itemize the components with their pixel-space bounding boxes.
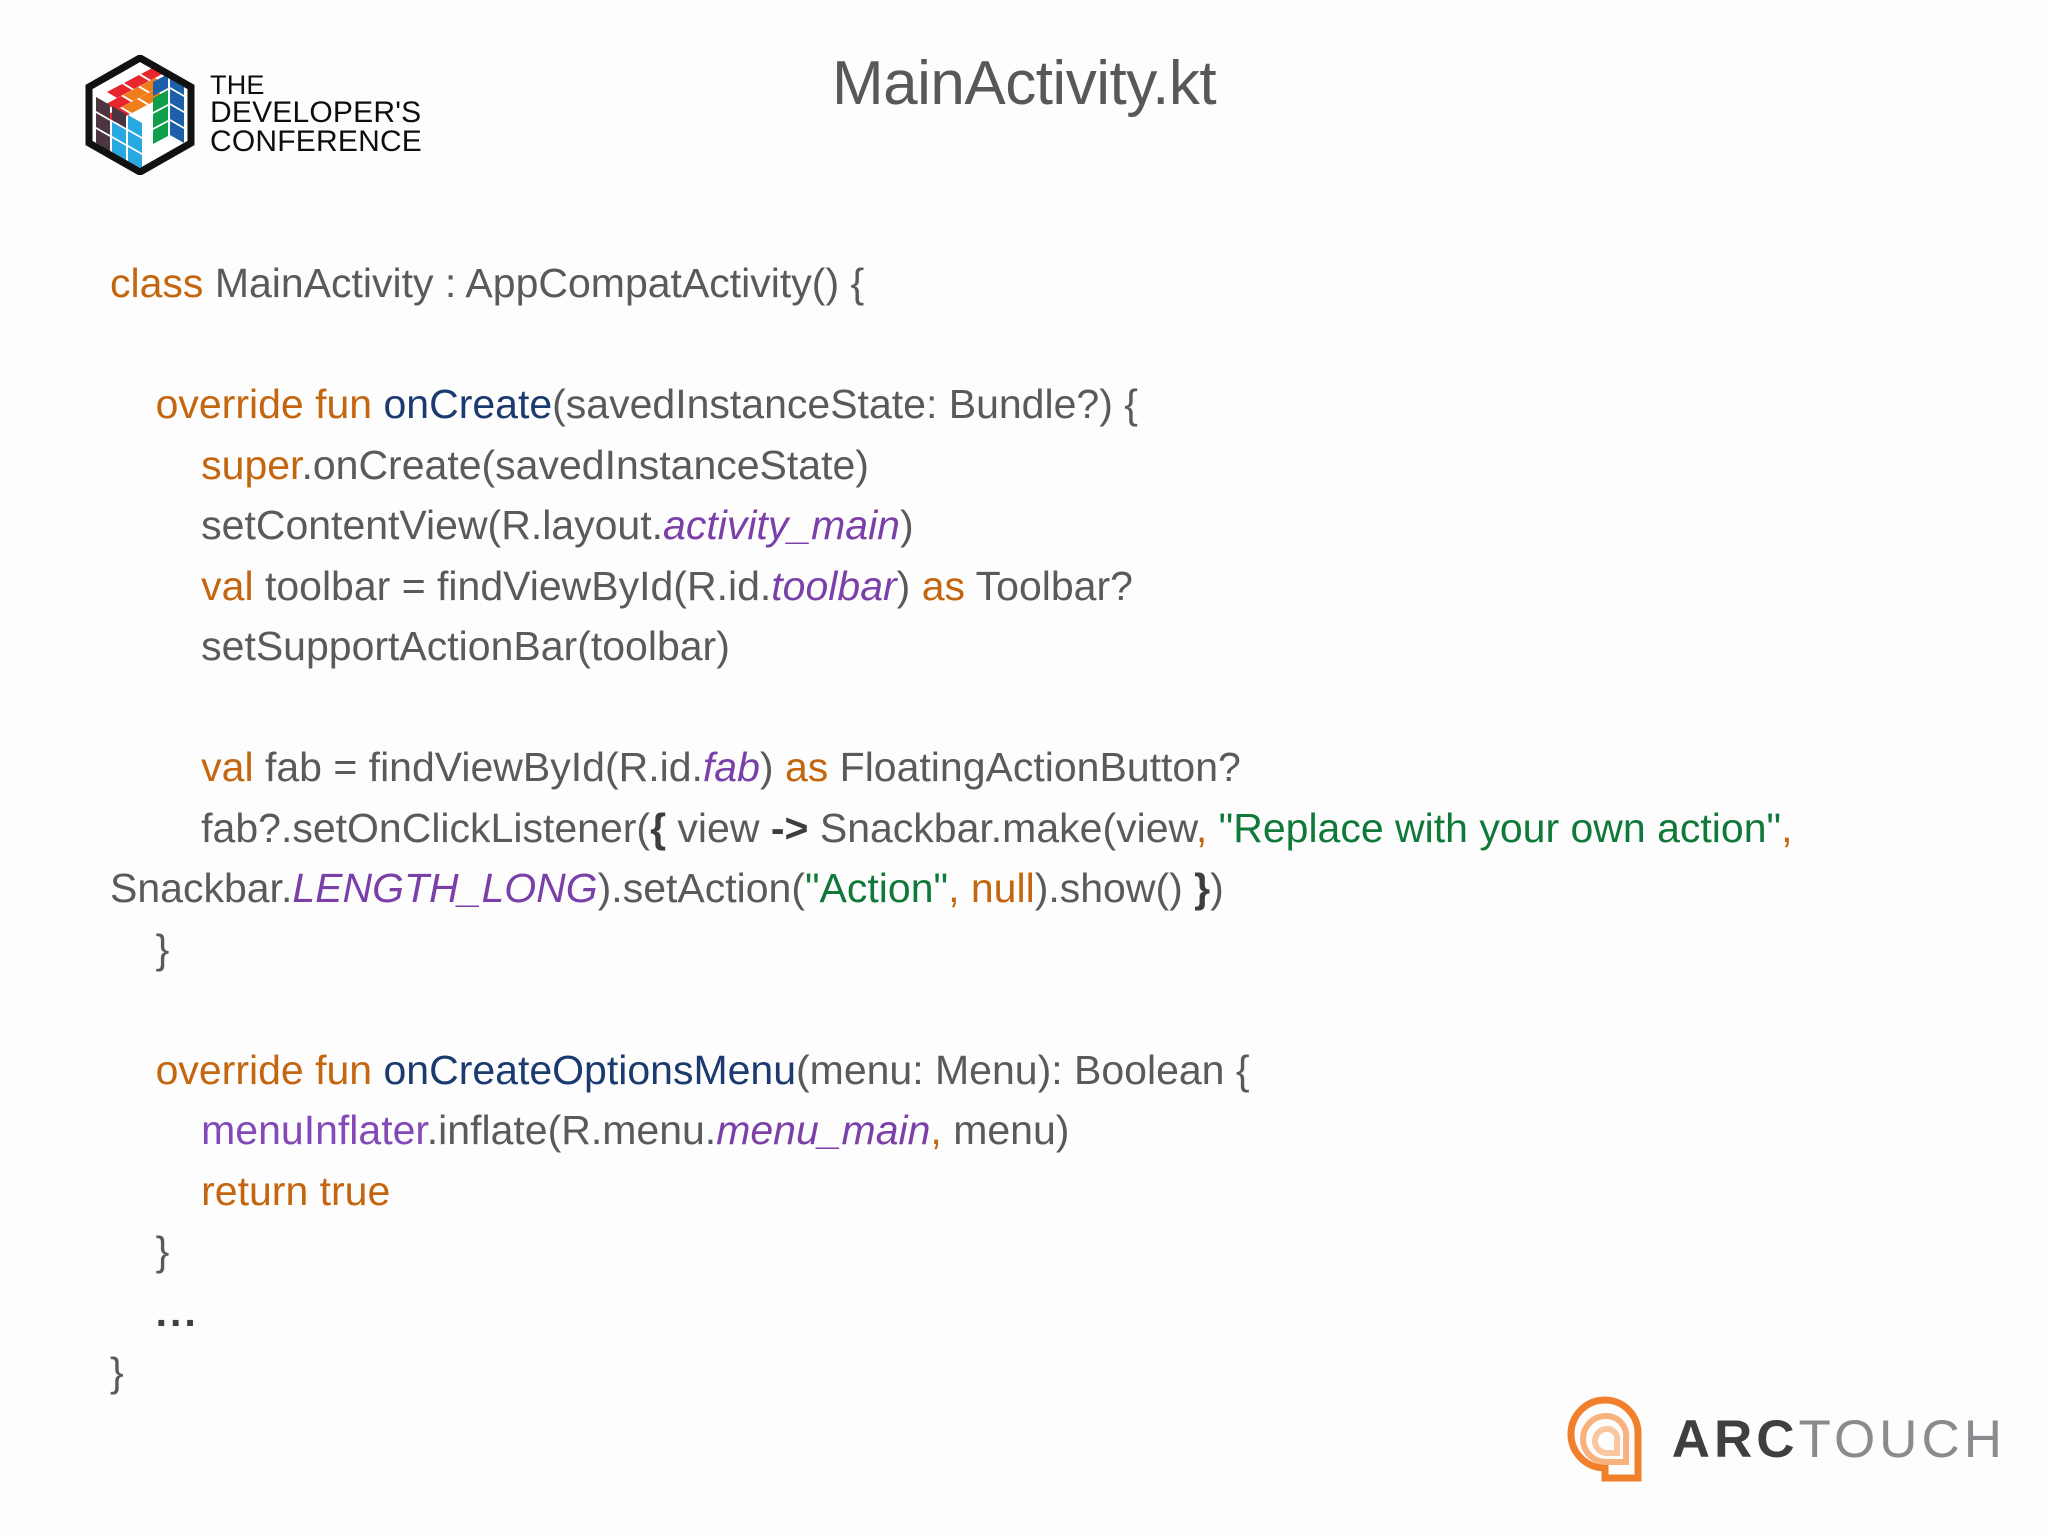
- arctouch-spiral-a-icon: [1567, 1396, 1642, 1482]
- rubiks-cube-hexagon-icon: [85, 55, 195, 175]
- code-token: class: [110, 260, 215, 306]
- code-token: ): [896, 562, 922, 609]
- code-indent: [110, 442, 201, 488]
- code-token: super: [201, 441, 302, 488]
- code-indent: [110, 1168, 201, 1214]
- code-line: override fun onCreateOptionsMenu(menu: M…: [110, 1040, 1960, 1101]
- code-token: fab?.setOnClickListener(: [201, 804, 651, 851]
- code-token: }: [110, 1349, 124, 1395]
- code-line: override fun onCreate(savedInstanceState…: [110, 374, 1960, 435]
- code-token: toolbar: [771, 562, 897, 609]
- code-token: }: [155, 925, 170, 972]
- tdc-line-1: THE: [210, 70, 265, 101]
- code-token: fab: [702, 744, 760, 790]
- code-token: ).setAction(: [597, 865, 805, 911]
- tdc-line-3: CONFERENCE: [210, 124, 423, 158]
- code-token: fab = findViewById(R.id.: [264, 744, 703, 790]
- code-token: ,: [1781, 804, 1793, 851]
- code-token: }: [155, 1228, 170, 1274]
- code-indent: [110, 1107, 201, 1153]
- code-token: MainActivity : AppCompatActivity() {: [214, 260, 865, 306]
- code-line: setSupportActionBar(toolbar): [110, 616, 1960, 677]
- code-token: as: [784, 744, 840, 790]
- code-token: onCreate: [383, 381, 553, 427]
- code-indent: [110, 1289, 156, 1335]
- arctouch-touch-text: TOUCH: [1798, 1409, 2006, 1469]
- code-indent: [110, 744, 201, 790]
- code-token: ,: [948, 865, 960, 911]
- code-token: toolbar = findViewById(R.id.: [264, 562, 772, 609]
- code-token: activity_main: [663, 502, 900, 548]
- code-token: setSupportActionBar(toolbar): [201, 623, 730, 669]
- code-token: (menu: Menu): Boolean {: [796, 1046, 1250, 1093]
- code-token: "Action": [805, 865, 949, 911]
- code-token: null: [970, 865, 1035, 911]
- code-blank-line: [110, 979, 1960, 1040]
- code-token: override fun: [155, 1046, 384, 1093]
- code-token: as: [921, 562, 976, 609]
- tdc-wordmark: THE DEVELOPER'S CONFERENCE: [210, 70, 423, 158]
- code-token: return true: [201, 1167, 391, 1214]
- code-token: {: [650, 804, 667, 851]
- code-indent: [110, 623, 201, 669]
- code-line: }: [110, 919, 1960, 980]
- code-token: (savedInstanceState: Bundle?) {: [552, 381, 1138, 427]
- code-token: ).show(): [1034, 865, 1195, 911]
- code-token: Snackbar.make(view: [808, 804, 1196, 851]
- arctouch-arc-text: ARC: [1671, 1409, 1799, 1469]
- code-token: menu_main: [716, 1107, 931, 1153]
- arctouch-logo: ARC TOUCH: [1560, 1394, 2006, 1484]
- code-token: menu): [941, 1107, 1070, 1153]
- code-token: }: [1194, 865, 1211, 911]
- code-token: ,: [930, 1107, 942, 1153]
- code-token: ): [900, 502, 914, 548]
- code-blank-line: [110, 314, 1960, 375]
- code-token: .inflate(R.menu.: [426, 1107, 717, 1153]
- code-line: setContentView(R.layout.activity_main): [110, 495, 1960, 556]
- tdc-line-2: DEVELOPER'S: [210, 96, 422, 130]
- code-line: val fab = findViewById(R.id.fab) as Floa…: [110, 737, 1960, 798]
- code-token: view: [666, 804, 771, 851]
- code-line: val toolbar = findViewById(R.id.toolbar)…: [110, 556, 1960, 617]
- code-line: return true: [110, 1161, 1960, 1222]
- code-blank-line: [110, 677, 1960, 738]
- code-token: val: [201, 744, 265, 790]
- code-token: [959, 865, 970, 911]
- code-token: ): [1210, 865, 1224, 911]
- code-token: onCreateOptionsMenu: [383, 1046, 797, 1093]
- code-token: ...: [155, 1288, 199, 1335]
- code-token: ->: [770, 804, 809, 851]
- code-indent: [110, 502, 201, 548]
- code-line: }: [110, 1221, 1960, 1282]
- code-indent: [110, 926, 156, 972]
- code-token: setContentView(R.layout.: [201, 502, 664, 548]
- tdc-logo: THE DEVELOPER'S CONFERENCE: [84, 55, 422, 175]
- code-indent: [110, 1047, 156, 1093]
- page-title: MainActivity.kt: [831, 49, 1217, 118]
- code-line: ...: [110, 1282, 1960, 1343]
- code-listing: class MainActivity : AppCompatActivity()…: [110, 253, 1960, 1403]
- code-token: "Replace with your own action": [1218, 804, 1782, 851]
- code-line: fab?.setOnClickListener({ view -> Snackb…: [110, 798, 1960, 919]
- code-token: Toolbar?: [975, 562, 1133, 609]
- code-indent: [110, 563, 201, 609]
- code-token: FloatingActionButton?: [839, 744, 1241, 790]
- code-token: ,: [1195, 804, 1208, 851]
- code-token: menuInflater: [201, 1107, 427, 1153]
- code-token: .onCreate(savedInstanceState): [301, 441, 869, 488]
- code-indent: [110, 381, 156, 427]
- code-line: menuInflater.inflate(R.menu.menu_main, m…: [110, 1100, 1960, 1161]
- code-token: override fun: [155, 381, 384, 427]
- code-token: Snackbar.: [110, 804, 1804, 911]
- code-indent: [110, 805, 201, 851]
- code-line: super.onCreate(savedInstanceState): [110, 435, 1960, 496]
- code-line: }: [110, 1342, 1960, 1403]
- arctouch-wordmark: ARC TOUCH: [1672, 1409, 2006, 1470]
- code-indent: [110, 1228, 156, 1274]
- code-token: LENGTH_LONG: [292, 865, 598, 911]
- code-line: class MainActivity : AppCompatActivity()…: [110, 253, 1960, 314]
- code-token: [1207, 805, 1218, 851]
- code-token: ): [759, 744, 785, 790]
- code-token: val: [201, 562, 265, 609]
